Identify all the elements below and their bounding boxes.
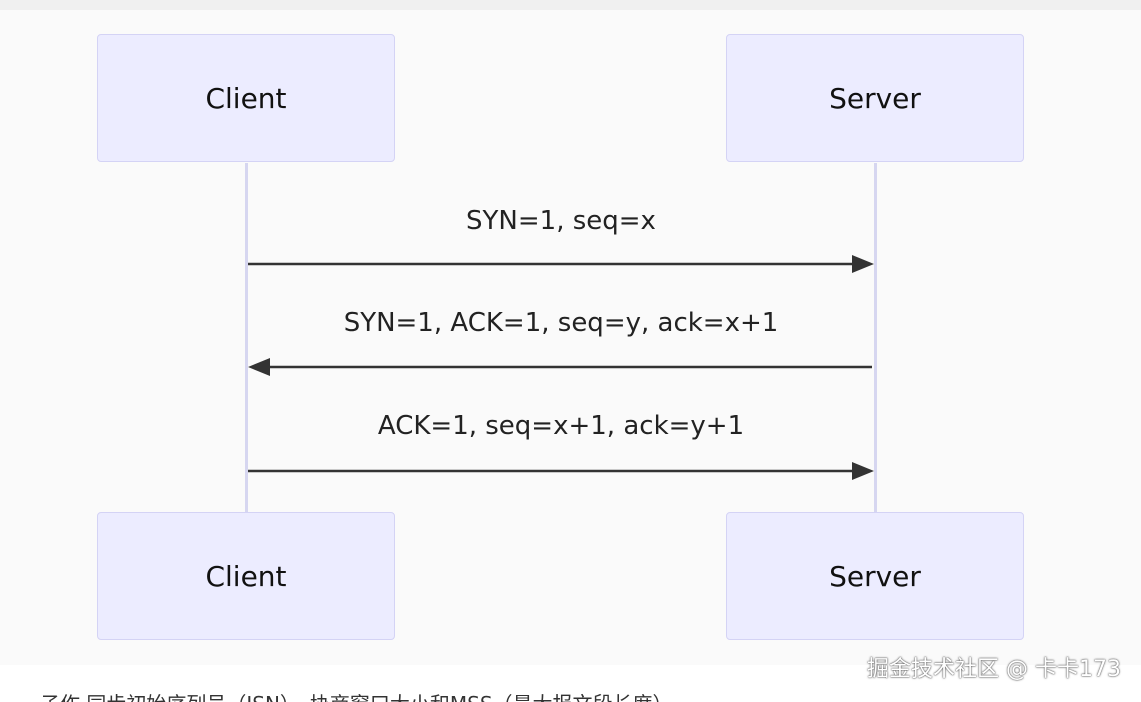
server-actor-bottom: Server [726, 512, 1024, 640]
message-arrows [248, 255, 874, 480]
client-actor-bottom: Client [97, 512, 395, 640]
message-label-syn: SYN=1, seq=x [466, 206, 656, 236]
server-actor-top: Server [726, 34, 1024, 162]
arrow-syn-ack [248, 358, 872, 376]
footer-partial-text: 子作 同步初始序列号（ISN）、协商窗口大小和MSS（最大报文段长度） [40, 688, 820, 702]
message-label-syn-ack: SYN=1, ACK=1, seq=y, ack=x+1 [343, 308, 779, 338]
server-lifeline [874, 163, 877, 512]
arrow-ack [248, 462, 874, 480]
client-lifeline [245, 163, 248, 512]
watermark: 掘金技术社区 @ 卡卡173 [867, 657, 1121, 682]
arrow-syn [248, 255, 874, 273]
client-actor-top-label: Client [205, 81, 287, 115]
server-actor-bottom-label: Server [829, 559, 921, 593]
top-strip [0, 0, 1141, 10]
diagram-canvas: Client Server Client Server SYN=1, seq=x… [0, 0, 1141, 640]
client-actor-top: Client [97, 34, 395, 162]
client-actor-bottom-label: Client [205, 559, 287, 593]
message-label-ack: ACK=1, seq=x+1, ack=y+1 [377, 411, 745, 441]
server-actor-top-label: Server [829, 81, 921, 115]
